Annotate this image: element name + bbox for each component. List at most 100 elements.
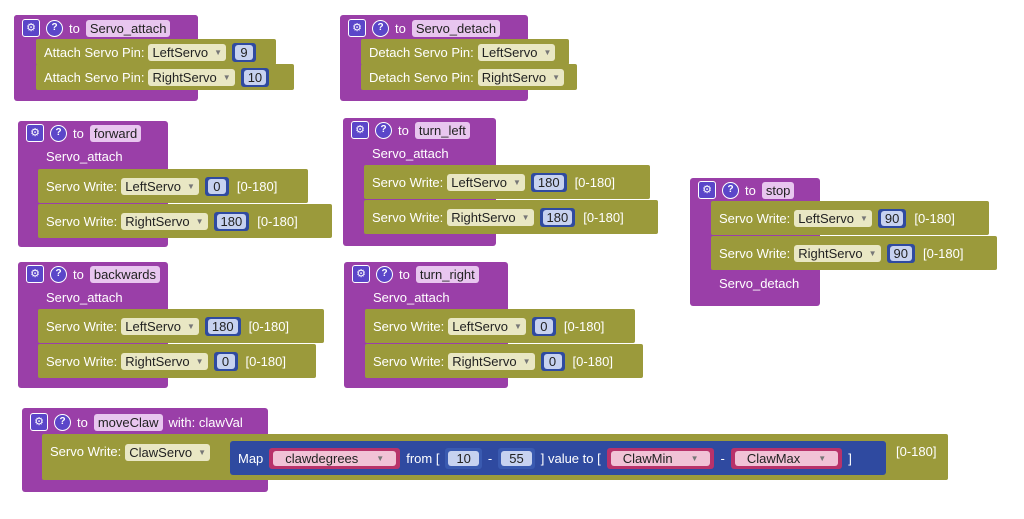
servo-dropdown[interactable]: LeftServo▼ bbox=[447, 173, 525, 191]
gear-icon[interactable]: ⚙ bbox=[352, 265, 370, 283]
detach-servo-pin-block[interactable]: Detach Servo Pin: RightServo▼ bbox=[361, 64, 577, 90]
procedure-name-field[interactable]: Servo_detach bbox=[411, 19, 501, 37]
servo-attach-call-block[interactable]: Servo_attach bbox=[364, 142, 462, 164]
number-block[interactable]: 9 bbox=[232, 42, 257, 62]
help-icon[interactable]: ? bbox=[46, 19, 63, 37]
close-bracket-label: ] bbox=[848, 450, 852, 466]
servo-write-label: Servo Write: bbox=[46, 178, 118, 194]
servo-dropdown[interactable]: LeftServo▼ bbox=[121, 177, 199, 195]
variable-block[interactable]: ClawMin▼ bbox=[606, 447, 715, 469]
attach-servo-pin-block[interactable]: Attach Servo Pin: RightServo▼ 10 bbox=[36, 64, 294, 90]
range-label: [0-180] bbox=[574, 174, 616, 190]
gear-icon[interactable]: ⚙ bbox=[348, 19, 366, 37]
to-label: to bbox=[399, 266, 410, 282]
gear-icon[interactable]: ⚙ bbox=[30, 413, 48, 431]
servo-dropdown[interactable]: LeftServo▼ bbox=[448, 317, 526, 335]
chevron-down-icon: ▼ bbox=[186, 321, 195, 331]
number-block[interactable]: 0 bbox=[204, 176, 229, 196]
servo-dropdown[interactable]: ClawServo▼ bbox=[125, 444, 211, 461]
number-block[interactable]: 180 bbox=[539, 207, 576, 227]
servo-write-block[interactable]: Servo Write: LeftServo▼ 90 [0-180] bbox=[711, 201, 989, 235]
servo-write-label: Servo Write: bbox=[719, 210, 791, 226]
servo-write-block[interactable]: Servo Write: LeftServo▼ 0 [0-180] bbox=[38, 169, 308, 203]
procedure-name-field[interactable]: forward bbox=[89, 124, 142, 142]
servo-dropdown[interactable]: LeftServo▼ bbox=[794, 209, 872, 227]
help-icon[interactable]: ? bbox=[375, 121, 392, 139]
number-block[interactable]: 180 bbox=[204, 316, 241, 336]
number-block[interactable]: 10 bbox=[445, 447, 482, 469]
procedure-name-field[interactable]: stop bbox=[761, 181, 795, 199]
chevron-down-icon: ▼ bbox=[195, 356, 204, 366]
detach-servo-pin-label: Detach Servo Pin: bbox=[369, 69, 474, 85]
chevron-down-icon: ▼ bbox=[522, 356, 531, 366]
map-block[interactable]: Map clawdegrees▼ from [ 10 - 55 ] value … bbox=[230, 441, 886, 475]
variable-block[interactable]: clawdegrees▼ bbox=[269, 447, 401, 469]
parameter-label: with: clawVal bbox=[168, 414, 243, 430]
number-block[interactable]: 90 bbox=[886, 243, 915, 263]
gear-icon[interactable]: ⚙ bbox=[26, 124, 44, 142]
detach-servo-pin-block[interactable]: Detach Servo Pin: LeftServo▼ bbox=[361, 39, 569, 65]
help-icon[interactable]: ? bbox=[376, 265, 393, 283]
servo-attach-call-block[interactable]: Servo_attach bbox=[38, 145, 136, 167]
chevron-down-icon: ▼ bbox=[513, 321, 522, 331]
help-icon[interactable]: ? bbox=[372, 19, 389, 37]
servo-detach-call-block[interactable]: Servo_detach bbox=[711, 272, 811, 294]
servo-dropdown[interactable]: LeftServo▼ bbox=[477, 43, 556, 61]
servo-dropdown[interactable]: RightServo▼ bbox=[447, 208, 534, 226]
range-label: [0-180] bbox=[248, 318, 290, 334]
number-block[interactable]: 0 bbox=[540, 351, 565, 371]
help-icon[interactable]: ? bbox=[50, 265, 67, 283]
servo-dropdown[interactable]: RightServo▼ bbox=[794, 244, 881, 262]
servo-write-block[interactable]: Servo Write: RightServo▼ 180 [0-180] bbox=[38, 204, 332, 238]
number-block[interactable]: 0 bbox=[213, 351, 238, 371]
servo-write-block[interactable]: Servo Write: LeftServo▼ 0 [0-180] bbox=[365, 309, 635, 343]
servo-dropdown[interactable]: RightServo▼ bbox=[477, 68, 565, 86]
number-block[interactable]: 55 bbox=[498, 447, 535, 469]
number-block[interactable]: 180 bbox=[530, 172, 567, 192]
servo-write-block[interactable]: Servo Write: LeftServo▼ 180 [0-180] bbox=[364, 165, 650, 199]
number-block[interactable]: 10 bbox=[240, 67, 270, 87]
servo-write-label: Servo Write: bbox=[46, 213, 118, 229]
servo-dropdown[interactable]: RightServo▼ bbox=[148, 68, 235, 86]
procedure-name-field[interactable]: moveClaw bbox=[93, 413, 163, 431]
attach-servo-pin-label: Attach Servo Pin: bbox=[44, 69, 145, 85]
help-icon[interactable]: ? bbox=[50, 124, 67, 142]
attach-servo-pin-block[interactable]: Attach Servo Pin: LeftServo▼ 9 bbox=[36, 39, 276, 65]
servo-write-block[interactable]: Servo Write: RightServo▼ 180 [0-180] bbox=[364, 200, 658, 234]
servo-write-block[interactable]: Servo Write: LeftServo▼ 180 [0-180] bbox=[38, 309, 324, 343]
servo-dropdown[interactable]: RightServo▼ bbox=[121, 212, 208, 230]
gear-icon[interactable]: ⚙ bbox=[26, 265, 44, 283]
procedure-name-field[interactable]: turn_left bbox=[414, 121, 470, 139]
number-block[interactable]: 180 bbox=[213, 211, 250, 231]
gear-icon[interactable]: ⚙ bbox=[351, 121, 369, 139]
servo-dropdown[interactable]: RightServo▼ bbox=[448, 352, 535, 370]
servo-dropdown[interactable]: LeftServo▼ bbox=[121, 317, 199, 335]
servo-dropdown[interactable]: RightServo▼ bbox=[121, 352, 208, 370]
procedure-name-field[interactable]: turn_right bbox=[415, 265, 479, 283]
range-label: [0-180] bbox=[583, 209, 624, 225]
gear-icon[interactable]: ⚙ bbox=[22, 19, 40, 37]
servo-write-block[interactable]: Servo Write: RightServo▼ 0 [0-180] bbox=[365, 344, 643, 378]
to-label: to bbox=[73, 125, 84, 141]
procedure-name-field[interactable]: Servo_attach bbox=[85, 19, 171, 37]
gear-icon[interactable]: ⚙ bbox=[698, 181, 716, 199]
servo-attach-call-block[interactable]: Servo_attach bbox=[38, 286, 136, 308]
servo-attach-call-label: Servo_attach bbox=[373, 289, 450, 305]
number-block[interactable]: 90 bbox=[877, 208, 907, 228]
chevron-down-icon: ▼ bbox=[859, 213, 868, 223]
range-label: [0-180] bbox=[563, 318, 605, 334]
number-block[interactable]: 0 bbox=[531, 316, 556, 336]
attach-servo-pin-label: Attach Servo Pin: bbox=[44, 44, 145, 60]
servo-dropdown[interactable]: LeftServo▼ bbox=[148, 43, 227, 61]
servo-write-block[interactable]: Servo Write: RightServo▼ 0 [0-180] bbox=[38, 344, 316, 378]
servo-write-label: Servo Write: bbox=[50, 444, 122, 459]
help-icon[interactable]: ? bbox=[722, 181, 739, 199]
to-label: to bbox=[73, 266, 84, 282]
help-icon[interactable]: ? bbox=[54, 413, 71, 431]
servo-attach-call-block[interactable]: Servo_attach bbox=[365, 286, 463, 308]
map-label: Map bbox=[238, 450, 264, 466]
variable-block[interactable]: ClawMax▼ bbox=[730, 447, 843, 469]
servo-write-block[interactable]: Servo Write: RightServo▼ 90 [0-180] bbox=[711, 236, 997, 270]
servo-write-label: Servo Write: bbox=[373, 318, 445, 334]
procedure-name-field[interactable]: backwards bbox=[89, 265, 160, 283]
